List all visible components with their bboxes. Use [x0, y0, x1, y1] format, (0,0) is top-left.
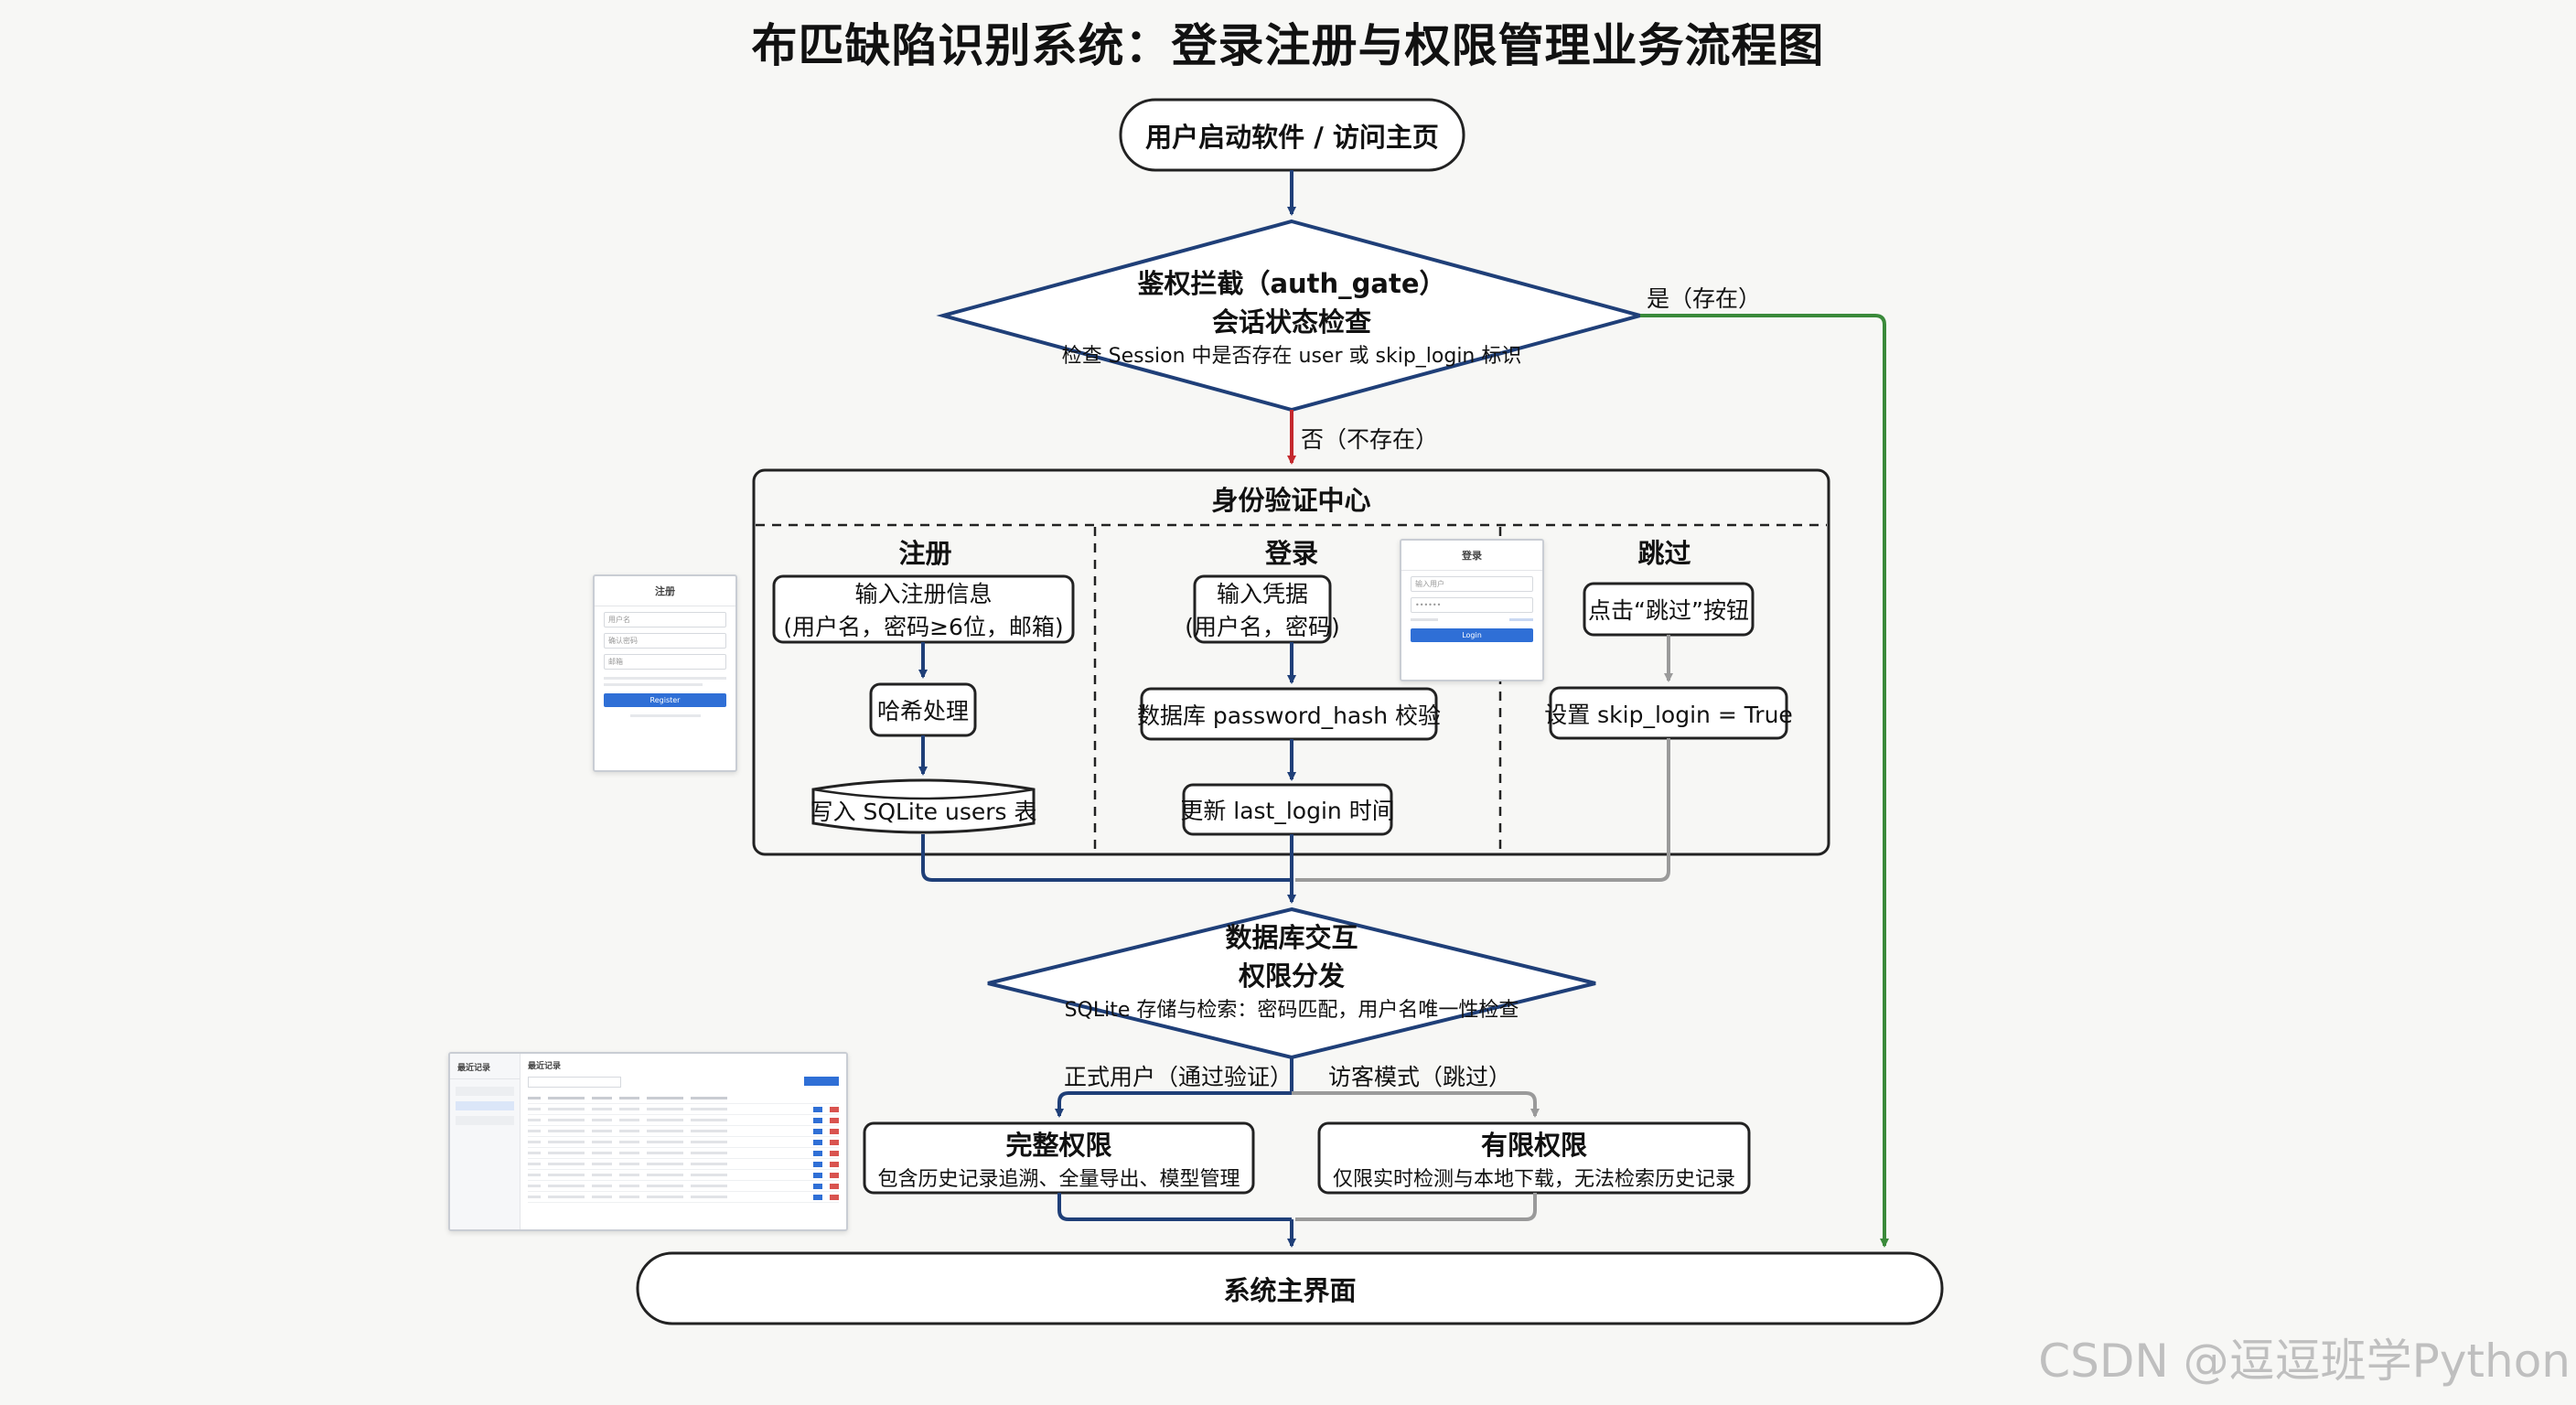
- login-step1: 输入凭据 (用户名，密码): [1185, 576, 1340, 642]
- auth-gate-desc: 检查 Session 中是否存在 user 或 skip_login 标识: [1061, 345, 1522, 368]
- main-node-shape: [636, 1251, 1944, 1325]
- limited-permission-desc: 仅限实时检测与本地下载，无法检索历史记录: [1332, 1168, 1735, 1191]
- register-step1: 输入注册信息 (用户名，密码≥6位，邮箱): [774, 576, 1073, 642]
- register-screenshot-thumb: 注册 用户名 确认密码 邮箱 Register: [593, 574, 737, 772]
- history-thumb-row: [528, 1115, 839, 1126]
- merge-from-register: [921, 834, 1292, 882]
- skip-step2-label: 设置 skip_login = True: [1544, 701, 1793, 728]
- identity-center-label: 身份验证中心: [1211, 485, 1371, 516]
- register-step1-line1: 输入注册信息: [854, 581, 993, 607]
- watermark: CSDN @逗逗班学Python: [2038, 1335, 2571, 1388]
- skip-heading: 跳过: [1637, 538, 1691, 569]
- history-screenshot-thumb: 最近记录 最近记录: [448, 1052, 848, 1231]
- full-permission-desc: 包含历史记录追溯、全量导出、模型管理: [877, 1168, 1240, 1191]
- login-step3-box: [1182, 783, 1393, 836]
- register-thumb-title: 注册: [655, 585, 675, 597]
- login-screenshot-thumb: 登录 输入用户 •••••• Login: [1400, 539, 1544, 681]
- history-thumb-row: [528, 1148, 839, 1159]
- guest-edge-label: 访客模式（跳过）: [1328, 1064, 1512, 1090]
- register-thumb-button: Register: [604, 693, 726, 707]
- db-subtitle: 权限分发: [1238, 960, 1345, 992]
- start-node-label: 用户启动软件 / 访问主页: [1145, 121, 1439, 153]
- arrow-yes-to-main: [1640, 314, 1889, 1248]
- main-node: 系统主界面: [638, 1253, 1942, 1324]
- arrow-db-to-full: [1055, 1057, 1293, 1118]
- skip-step1-label: 点击“跳过”按钮: [1588, 597, 1749, 624]
- register-thumb-field-2: 确认密码: [604, 633, 726, 649]
- history-thumb-row: [528, 1126, 839, 1137]
- login-step2-label: 数据库 password_hash 校验: [1136, 702, 1442, 729]
- history-thumb-row: [528, 1181, 839, 1192]
- auth-gate-subtitle: 会话状态检查: [1211, 306, 1371, 338]
- login-thumb-field-2: ••••••: [1411, 597, 1533, 613]
- full-permission: 完整权限 包含历史记录追溯、全量导出、模型管理: [864, 1123, 1253, 1193]
- register-step3: 写入 SQLite users 表: [810, 788, 1037, 832]
- login-thumb-button: Login: [1411, 628, 1533, 642]
- start-node: 用户启动软件 / 访问主页: [1121, 100, 1464, 170]
- history-thumb-row: [528, 1192, 839, 1203]
- auth-gate-title: 鉴权拦截（auth_gate）: [1137, 268, 1446, 299]
- db-title: 数据库交互: [1225, 922, 1358, 953]
- login-step3: 更新 last_login 时间: [1180, 785, 1394, 834]
- page-title: 布匹缺陷识别系统：登录注册与权限管理业务流程图: [751, 19, 1825, 72]
- db-node: 数据库交互 权限分发 SQLite 存储与检索：密码匹配，用户名唯一性检查: [1043, 922, 1540, 1022]
- skip-step1: 点击“跳过”按钮: [1584, 584, 1753, 635]
- formal-user-edge-label: 正式用户（通过验证）: [1064, 1064, 1293, 1090]
- history-thumb-sidebar: 最近记录: [450, 1054, 521, 1229]
- register-step3-label: 写入 SQLite users 表: [810, 799, 1037, 825]
- register-thumb-field-1: 用户名: [604, 612, 726, 627]
- history-thumb-sidebar-title: 最近记录: [457, 1064, 491, 1073]
- login-heading: 登录: [1264, 538, 1318, 569]
- register-step2-label: 哈希处理: [876, 698, 969, 724]
- register-heading: 注册: [898, 538, 952, 569]
- register-thumb-field-3: 邮箱: [604, 654, 726, 670]
- history-thumb-row: [528, 1170, 839, 1181]
- limited-permission: 有限权限 仅限实时检测与本地下载，无法检索历史记录: [1319, 1123, 1749, 1193]
- limited-permission-title: 有限权限: [1480, 1130, 1587, 1161]
- main-node-label: 系统主界面: [1223, 1274, 1357, 1306]
- yes-edge-label: 是（存在）: [1647, 285, 1762, 312]
- history-thumb-row: [528, 1093, 839, 1104]
- register-step2: 哈希处理: [871, 684, 975, 735]
- login-step1-line1: 输入凭据: [1216, 581, 1308, 607]
- login-thumb-title: 登录: [1462, 550, 1482, 562]
- history-thumb-panel-title: 最近记录: [528, 1062, 562, 1071]
- db-desc: SQLite 存储与检索：密码匹配，用户名唯一性检查: [1064, 999, 1519, 1022]
- identity-center-title: 身份验证中心: [754, 472, 1829, 525]
- no-edge-label: 否（不存在）: [1301, 426, 1439, 453]
- auth-gate-node: 鉴权拦截（auth_gate） 会话状态检查 检查 Session 中是否存在 …: [1015, 261, 1568, 370]
- register-db-cylinder-top: [812, 788, 1035, 800]
- register-step1-line2: (用户名，密码≥6位，邮箱): [783, 614, 1064, 640]
- arrow-full-to-main: [1057, 1193, 1292, 1221]
- login-thumb-field-1: 输入用户: [1411, 576, 1533, 592]
- login-step2: 数据库 password_hash 校验: [1137, 689, 1441, 739]
- arrow-limited-to-main: [1295, 1193, 1537, 1221]
- history-thumb-table: [528, 1093, 839, 1203]
- history-thumb-row: [528, 1137, 839, 1148]
- login-step1-box: [1193, 574, 1332, 644]
- history-thumb-row: [528, 1159, 839, 1170]
- register-db-cylinder: [811, 778, 1036, 834]
- arrow-db-to-limited: [1292, 1091, 1540, 1118]
- full-permission-title: 完整权限: [1005, 1130, 1112, 1161]
- login-step1-line2: (用户名，密码): [1185, 614, 1340, 640]
- login-step2-box: [1140, 687, 1438, 741]
- history-thumb-panel: 最近记录: [521, 1054, 846, 1229]
- login-step3-label: 更新 last_login 时间: [1180, 798, 1395, 824]
- skip-step2: 设置 skip_login = True: [1544, 688, 1793, 738]
- merge-from-skip: [1295, 738, 1670, 882]
- history-thumb-row: [528, 1104, 839, 1115]
